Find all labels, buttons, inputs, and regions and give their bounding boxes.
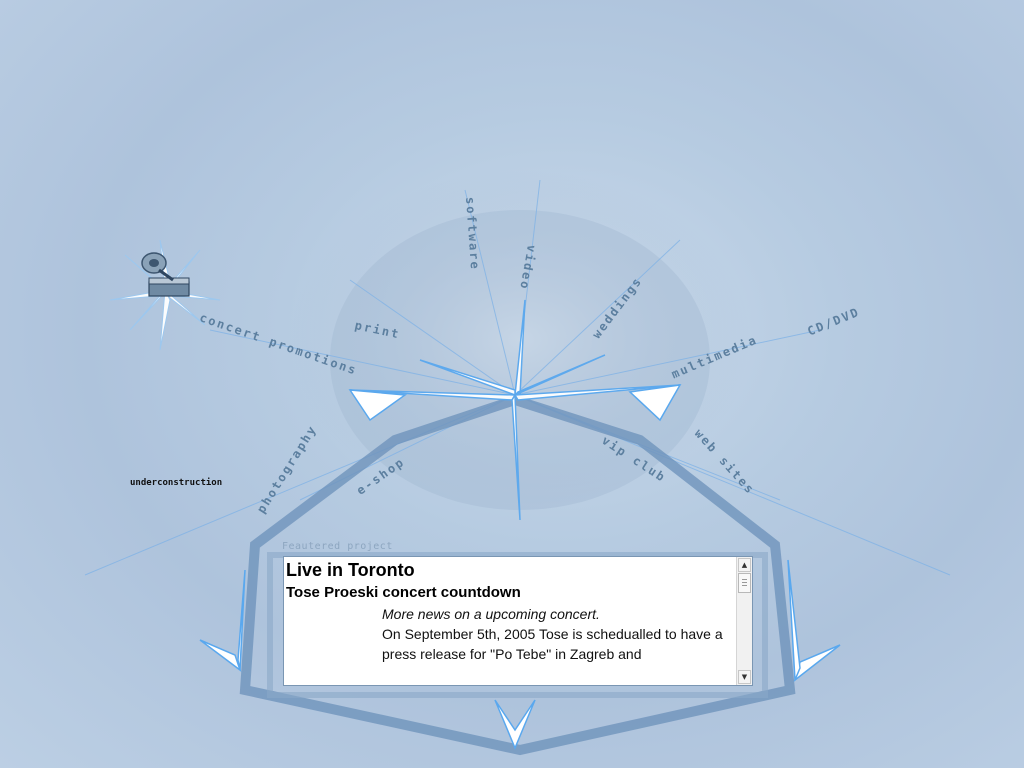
news-title: Live in Toronto: [286, 560, 415, 580]
gramophone-icon[interactable]: [137, 248, 195, 308]
news-lead: More news on a upcoming concert.: [382, 606, 600, 622]
news-subtitle: Tose Proeski concert countdown: [286, 584, 521, 601]
featured-caption: Feautered project: [282, 541, 393, 552]
arrow-up-icon[interactable]: ▲: [738, 558, 751, 572]
scrollbar-thumb[interactable]: [738, 573, 751, 593]
status-text: underconstruction: [130, 478, 223, 488]
news-body: On September 5th, 2005 Tose is scheduall…: [382, 626, 723, 662]
news-panel[interactable]: Live in Toronto Tose Proeski concert cou…: [283, 556, 753, 686]
arrow-down-icon[interactable]: ▼: [738, 670, 751, 684]
news-scrollbar[interactable]: ▲ ▼: [736, 557, 752, 685]
news-content: Live in Toronto Tose Proeski concert cou…: [286, 559, 734, 664]
